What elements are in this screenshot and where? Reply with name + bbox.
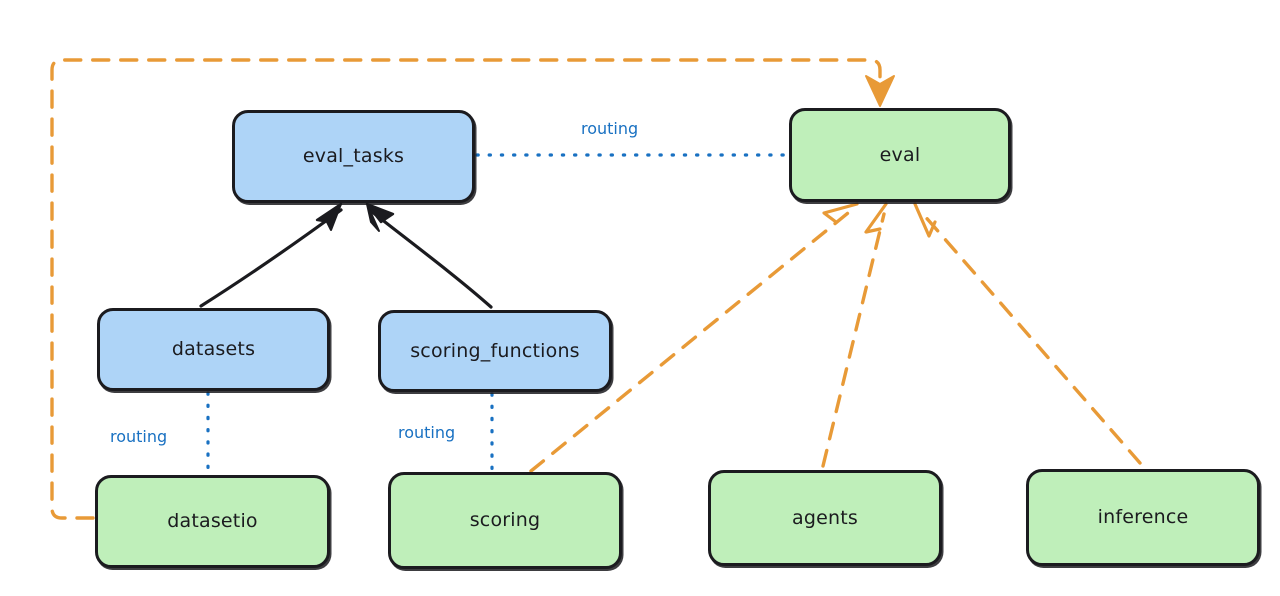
node-label-agents: agents	[792, 506, 858, 529]
node-label-datasetio: datasetio	[167, 510, 258, 533]
node-scoring-functions[interactable]: scoring_functions	[378, 310, 612, 392]
node-label-scoring: scoring	[469, 509, 541, 532]
edge-scoring_functions-to-eval_tasks	[365, 202, 493, 309]
edge-inference-to-eval	[913, 202, 1142, 465]
edge-label-routing-scoring: routing	[398, 423, 456, 442]
edge-agents-to-eval	[821, 202, 888, 468]
node-datasets[interactable]: datasets	[97, 308, 330, 391]
node-label-eval: eval	[879, 143, 921, 166]
edge-label-routing-datasets: routing	[110, 427, 168, 446]
node-eval-tasks[interactable]: eval_tasks	[232, 110, 475, 203]
node-label-eval-tasks: eval_tasks	[302, 145, 405, 168]
edge-label-routing-eval: routing	[581, 119, 639, 138]
node-datasetio[interactable]: datasetio	[95, 475, 330, 568]
node-inference[interactable]: inference	[1026, 469, 1260, 566]
node-eval[interactable]: eval	[789, 108, 1011, 202]
edge-datasets-to-eval_tasks	[199, 202, 343, 308]
node-agents[interactable]: agents	[708, 470, 942, 566]
node-label-datasets: datasets	[171, 338, 256, 361]
node-label-inference: inference	[1097, 506, 1189, 529]
node-scoring[interactable]: scoring	[388, 472, 622, 569]
node-label-scoring-functions: scoring_functions	[410, 339, 580, 362]
